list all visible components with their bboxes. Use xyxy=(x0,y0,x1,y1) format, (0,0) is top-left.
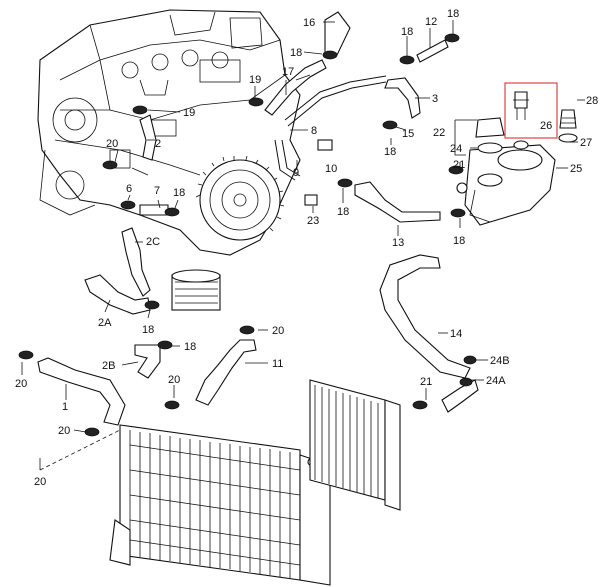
callout-20: 20 xyxy=(106,138,118,150)
callout-19: 19 xyxy=(249,74,261,86)
callout-20: 20 xyxy=(34,476,46,488)
callout-17: 17 xyxy=(282,66,294,78)
hose-clamps xyxy=(18,33,477,437)
callout-labels: 16 18 18 12 18 19 17 19 3 8 15 18 20 2 1… xyxy=(15,8,598,488)
callout-21: 21 xyxy=(420,376,432,388)
callout-7: 7 xyxy=(154,185,160,197)
callout-21: 21 xyxy=(453,159,465,171)
callout-22: 22 xyxy=(433,127,445,139)
callout-2A: 2A xyxy=(98,317,112,329)
callout-6: 6 xyxy=(126,183,132,195)
callout-27: 27 xyxy=(580,137,592,149)
callout-18: 18 xyxy=(173,187,185,199)
callout-28: 28 xyxy=(586,95,598,107)
cap-parts xyxy=(475,82,578,154)
callout-20: 20 xyxy=(15,378,27,390)
callout-24: 24 xyxy=(450,143,462,155)
callout-18: 18 xyxy=(453,235,465,247)
callout-23: 23 xyxy=(307,215,319,227)
callout-20: 20 xyxy=(168,374,180,386)
leader-lines xyxy=(21,20,585,470)
callout-24A: 24A xyxy=(486,375,506,387)
callout-2B: 2B xyxy=(102,360,115,372)
callout-13: 13 xyxy=(392,237,404,249)
callout-18: 18 xyxy=(337,206,349,218)
callout-2C: 2C xyxy=(146,236,160,248)
callout-26: 26 xyxy=(540,120,552,132)
callout-19: 19 xyxy=(183,107,195,119)
callout-18: 18 xyxy=(142,324,154,336)
radiator xyxy=(39,424,333,586)
expansion-tank xyxy=(456,144,556,226)
callout-18: 18 xyxy=(447,8,459,20)
callout-11: 11 xyxy=(272,358,283,370)
radiator-fins xyxy=(129,432,301,578)
callout-16: 16 xyxy=(303,17,315,29)
callout-18: 18 xyxy=(184,341,196,353)
callout-1: 1 xyxy=(62,401,68,413)
condenser xyxy=(309,379,401,511)
callout-15: 15 xyxy=(402,128,414,140)
pipes-and-fittings xyxy=(171,75,387,311)
callout-12: 12 xyxy=(425,16,437,28)
callout-20: 20 xyxy=(272,325,284,337)
callout-10: 10 xyxy=(325,163,337,175)
callout-9: 9 xyxy=(293,167,299,179)
callout-2: 2 xyxy=(155,138,161,150)
callout-18: 18 xyxy=(384,146,396,158)
hoses xyxy=(37,11,479,426)
callout-20: 20 xyxy=(58,425,70,437)
highlight-box xyxy=(504,82,558,139)
callout-25: 25 xyxy=(570,163,582,175)
callout-3: 3 xyxy=(432,93,438,105)
engine-block xyxy=(37,9,301,256)
callout-8: 8 xyxy=(311,125,317,137)
callout-18: 18 xyxy=(290,47,302,59)
callout-18: 18 xyxy=(401,26,413,38)
callout-14: 14 xyxy=(450,328,462,340)
callout-24B: 24B xyxy=(490,355,510,367)
